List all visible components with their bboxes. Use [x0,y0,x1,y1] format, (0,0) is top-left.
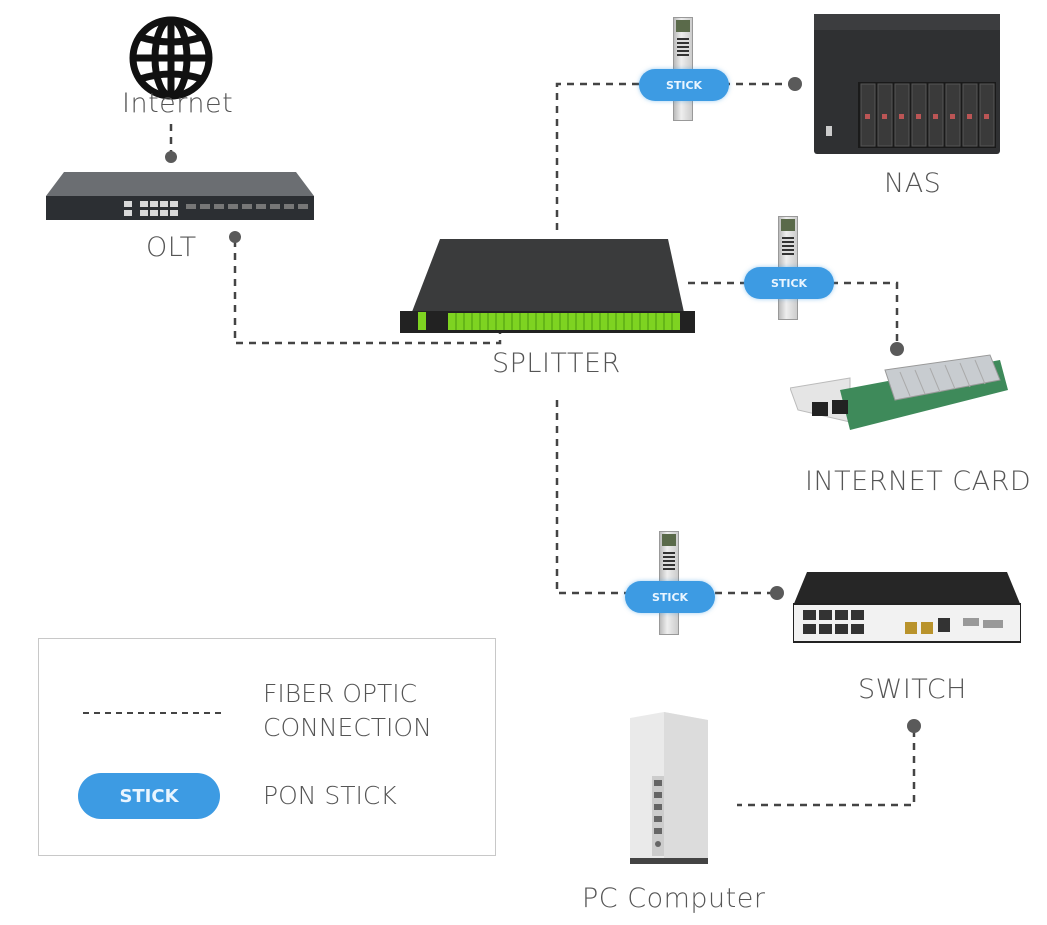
switch-device [792,572,1022,644]
internet-label: Internet [122,88,234,119]
legend-fiber-label-2: CONNECTION [263,713,432,742]
fiber-switch-pc [737,730,916,807]
connector-dot [890,342,904,356]
legend-dashed-line [83,712,223,714]
connector-dot [907,719,921,733]
pc-device [626,712,710,868]
globe-icon [129,16,213,100]
olt-label: OLT [146,232,197,263]
switch-label: SWITCH [858,674,967,705]
connector-dot [229,231,241,243]
splitter-device [400,237,695,337]
fiber-olt-splitter [233,240,502,345]
internet-card-label: INTERNET CARD [805,466,1032,497]
internet-card-device [789,350,1010,450]
legend-stick-badge: STICK [78,773,220,819]
legend-fiber-label-1: FIBER OPTIC [263,679,418,708]
nas-label: NAS [884,168,942,199]
internet-node [128,15,214,101]
stick-badge-switch: STICK [625,581,715,613]
pc-label: PC Computer [582,883,766,914]
connector-dot [770,586,784,600]
legend: FIBER OPTIC CONNECTION STICK PON STICK [38,638,496,856]
splitter-label: SPLITTER [492,348,621,379]
stick-badge-card: STICK [744,267,834,299]
stick-badge-nas: STICK [639,69,729,101]
connector-dot [788,77,802,91]
legend-stick-label: PON STICK [263,781,397,810]
nas-device [814,14,1000,154]
connector-dot [165,151,177,163]
olt-device [46,170,314,222]
